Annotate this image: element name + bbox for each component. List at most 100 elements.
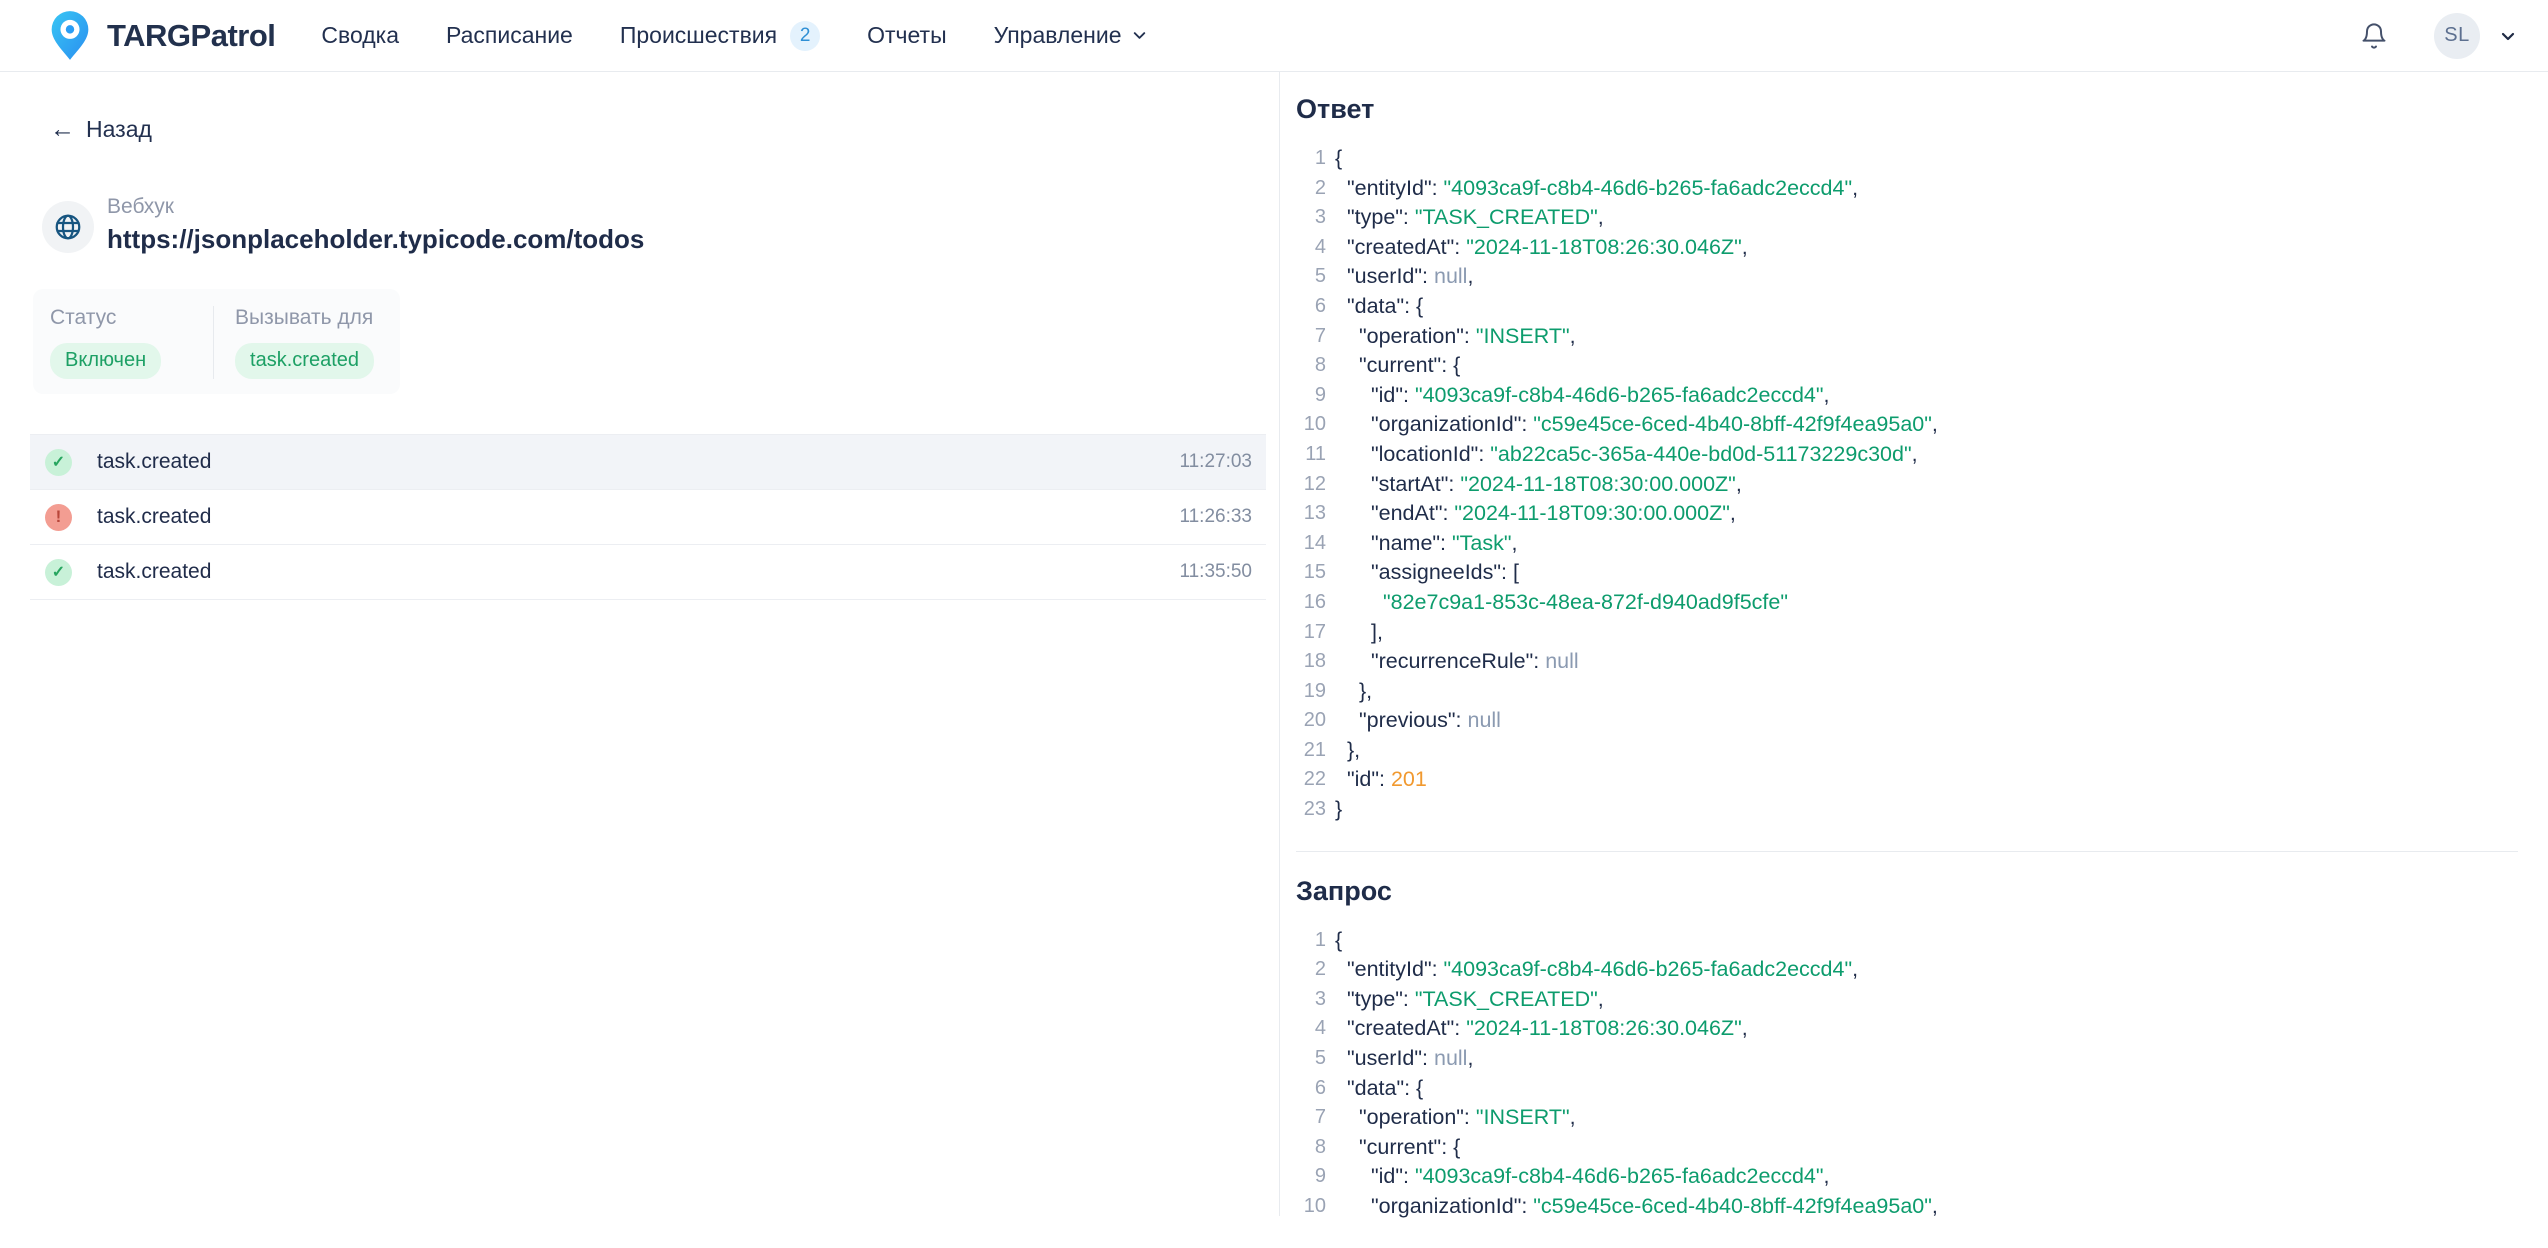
- line-number: 6: [1314, 1076, 1326, 1099]
- status-label: Статус: [50, 306, 117, 329]
- code-text: "id": "4093ca9f-c8b4-46d6-b265-fa6adc2ec…: [1371, 1164, 1830, 1189]
- line-number: 15: [1303, 561, 1326, 584]
- nav-item-label: Отчеты: [867, 22, 947, 48]
- success-check-icon: ✓: [45, 448, 72, 476]
- main-nav: Сводка Расписание Происшествия 2 Отчеты Управ…: [321, 20, 1150, 51]
- code-line: 13"endAt": "2024-11-18T09:30:00.000Z",: [1296, 499, 2518, 529]
- error-exclamation-icon: !: [45, 503, 72, 531]
- code-text: "id": "4093ca9f-c8b4-46d6-b265-fa6adc2ec…: [1371, 382, 1830, 407]
- trigger-badge: task.created: [235, 343, 374, 379]
- response-code: 1{2"entityId": "4093ca9f-c8b4-46d6-b265-…: [1296, 144, 2518, 825]
- nav-item-schedule[interactable]: Расписание: [446, 22, 573, 49]
- code-line: 12"startAt": "2024-11-18T08:30:00.000Z",: [1296, 470, 2518, 500]
- chevron-down-icon: [2501, 32, 2515, 40]
- user-menu-chevron[interactable]: [2496, 24, 2520, 48]
- line-number: 17: [1303, 620, 1326, 643]
- webhook-type-label: Вебхук: [107, 195, 174, 218]
- code-text: {: [1335, 146, 1343, 170]
- code-line: 3"type": "TASK_CREATED",: [1296, 985, 2518, 1015]
- event-name: task.created: [97, 560, 212, 583]
- app-logo[interactable]: TARGPatrol: [48, 10, 276, 62]
- code-line: 14"name": "Task",: [1296, 529, 2518, 559]
- response-section: Ответ 1{2"entityId": "4093ca9f-c8b4-46d6…: [1296, 94, 2518, 852]
- line-number: 14: [1303, 531, 1326, 554]
- code-line: 21},: [1296, 736, 2518, 766]
- nav-item-label: Управление: [993, 22, 1122, 48]
- back-label: Назад: [86, 116, 152, 142]
- nav-item-label: Сводка: [321, 22, 400, 48]
- code-text: "userId": null,: [1347, 264, 1474, 289]
- avatar[interactable]: SL: [2434, 12, 2480, 59]
- code-line: 3"type": "TASK_CREATED",: [1296, 203, 2518, 233]
- status-badge: Включен: [50, 343, 162, 379]
- code-text: "previous": null: [1359, 708, 1501, 733]
- code-text: "82e7c9a1-853c-48ea-872f-d940ad9f5cfe": [1383, 589, 1788, 614]
- logo-pin-icon: [51, 10, 89, 60]
- code-line: 2"entityId": "4093ca9f-c8b4-46d6-b265-fa…: [1296, 174, 2518, 204]
- back-button[interactable]: ← Назад: [50, 116, 152, 143]
- code-text: },: [1359, 678, 1373, 703]
- header-actions: SL: [2360, 12, 2520, 59]
- line-number: 18: [1303, 650, 1326, 673]
- notifications-button[interactable]: [2360, 22, 2388, 50]
- line-number: 1: [1314, 928, 1326, 951]
- code-line: 7"operation": "INSERT",: [1296, 322, 2518, 352]
- code-text: "data": {: [1347, 1075, 1424, 1100]
- line-number: 3: [1314, 206, 1326, 229]
- trigger-label: Вызывать для: [235, 306, 374, 329]
- code-line: 17],: [1296, 618, 2518, 648]
- code-line: 2"entityId": "4093ca9f-c8b4-46d6-b265-fa…: [1296, 955, 2518, 985]
- line-number: 21: [1303, 738, 1326, 761]
- code-text: "startAt": "2024-11-18T08:30:00.000Z",: [1371, 471, 1742, 496]
- webhook-header: Вебхук https://jsonplaceholder.typicode.…: [42, 195, 1279, 255]
- status-card: Статус Включен Вызывать для task.created: [33, 289, 400, 394]
- request-title: Запрос: [1296, 875, 1392, 906]
- line-number: 2: [1314, 958, 1326, 981]
- code-text: },: [1347, 737, 1361, 762]
- event-time: 11:27:03: [1179, 451, 1252, 472]
- status-column: Статус Включен: [33, 306, 213, 379]
- code-text: {: [1335, 927, 1343, 952]
- code-line: 4"createdAt": "2024-11-18T08:26:30.046Z"…: [1296, 233, 2518, 263]
- code-line: 23}: [1296, 795, 2518, 825]
- code-line: 9"id": "4093ca9f-c8b4-46d6-b265-fa6adc2e…: [1296, 381, 2518, 411]
- incident-count-badge: 2: [790, 20, 821, 51]
- event-name: task.created: [97, 505, 212, 528]
- line-number: 10: [1303, 413, 1326, 436]
- webhook-info: Вебхук https://jsonplaceholder.typicode.…: [107, 195, 644, 255]
- code-text: "endAt": "2024-11-18T09:30:00.000Z",: [1371, 501, 1736, 526]
- code-line: 16"82e7c9a1-853c-48ea-872f-d940ad9f5cfe": [1296, 588, 2518, 618]
- line-number: 22: [1303, 768, 1326, 791]
- code-text: }: [1335, 797, 1343, 822]
- line-number: 7: [1314, 324, 1326, 347]
- nav-item-reports[interactable]: Отчеты: [867, 22, 947, 49]
- bell-icon: [2362, 22, 2386, 49]
- code-line: 8"current": {: [1296, 351, 2518, 381]
- code-line: 9"id": "4093ca9f-c8b4-46d6-b265-fa6adc2e…: [1296, 1162, 2518, 1192]
- line-number: 5: [1314, 1047, 1326, 1070]
- code-line: 22"id": 201: [1296, 765, 2518, 795]
- line-number: 4: [1314, 235, 1326, 258]
- nav-item-management[interactable]: Управление: [994, 22, 1150, 49]
- code-text: "type": "TASK_CREATED",: [1347, 986, 1604, 1011]
- code-text: "data": {: [1347, 293, 1424, 318]
- line-number: 7: [1314, 1106, 1326, 1129]
- code-line: 1{: [1296, 926, 2518, 956]
- code-text: "entityId": "4093ca9f-c8b4-46d6-b265-fa6…: [1347, 175, 1859, 200]
- globe-icon: [42, 201, 94, 253]
- nav-item-incidents[interactable]: Происшествия 2: [619, 20, 821, 51]
- code-text: "current": {: [1359, 353, 1461, 378]
- code-line: 7"operation": "INSERT",: [1296, 1103, 2518, 1133]
- code-line: 1{: [1296, 144, 2518, 174]
- nav-item-label: Происшествия: [619, 22, 778, 48]
- code-text: "userId": null,: [1347, 1046, 1474, 1071]
- code-line: 6 "data": {: [1296, 1074, 2518, 1104]
- code-line: 11"locationId": "ab22ca5c-365a-440e-bd0d…: [1296, 440, 2518, 470]
- back-arrow-icon: ←: [50, 115, 75, 143]
- code-line: 15"assigneeIds": [: [1296, 558, 2518, 588]
- nav-item-summary[interactable]: Сводка: [321, 22, 399, 49]
